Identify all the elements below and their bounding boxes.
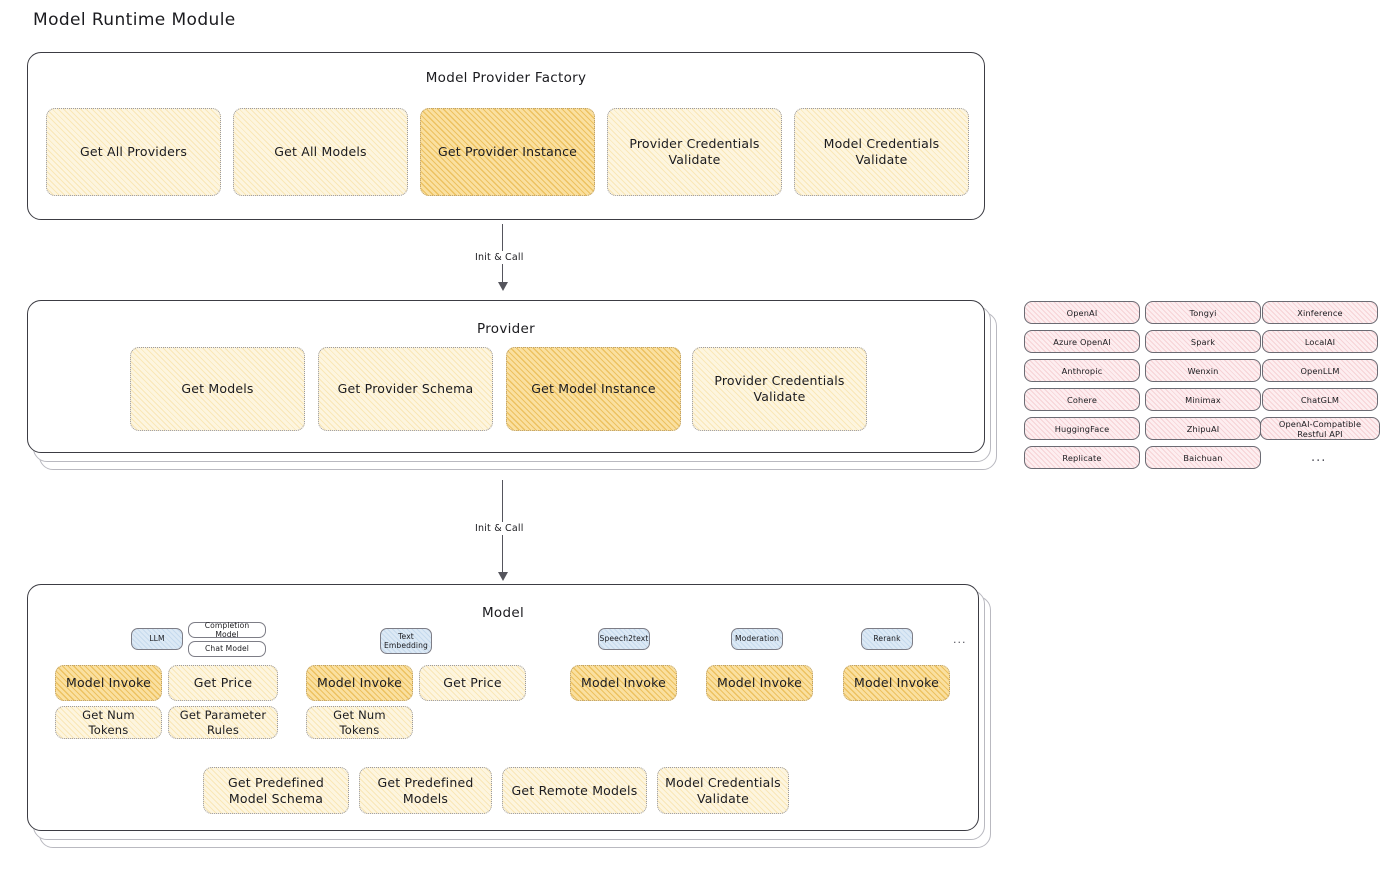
connector-1-label: Init & Call: [471, 251, 528, 264]
provider-chip-openai[interactable]: OpenAI: [1024, 301, 1140, 324]
panel-model: Model LLM Completion Model Chat Model Mo…: [27, 584, 979, 831]
provider-box-get-models[interactable]: Get Models: [130, 347, 305, 431]
model-box-model-credentials-validate[interactable]: Model Credentials Validate: [657, 767, 789, 814]
llm-box-get-num-tokens[interactable]: Get Num Tokens: [55, 706, 162, 739]
llm-box-get-price[interactable]: Get Price: [168, 665, 278, 701]
panel-title-model: Model: [481, 605, 525, 621]
model-type-chip-rerank[interactable]: Rerank: [861, 628, 913, 650]
provider-chip-zhipuai[interactable]: ZhipuAI: [1145, 417, 1261, 440]
factory-box-get-all-models[interactable]: Get All Models: [233, 108, 408, 196]
provider-chip-openai-compatible-restful-api[interactable]: OpenAI-Compatible Restful API: [1260, 417, 1380, 440]
model-type-chip-text-embedding[interactable]: Text Embedding: [380, 628, 432, 654]
page-title: Model Runtime Module: [33, 10, 236, 30]
provider-chip-minimax[interactable]: Minimax: [1145, 388, 1261, 411]
rerank-box-model-invoke[interactable]: Model Invoke: [843, 665, 950, 701]
provider-box-provider-credentials-validate[interactable]: Provider Credentials Validate: [692, 347, 867, 431]
provider-chip-wenxin[interactable]: Wenxin: [1145, 359, 1261, 382]
connector-1-arrowhead: [498, 282, 508, 291]
provider-chip-anthropic[interactable]: Anthropic: [1024, 359, 1140, 382]
provider-chip-cohere[interactable]: Cohere: [1024, 388, 1140, 411]
text-embedding-box-model-invoke[interactable]: Model Invoke: [306, 665, 413, 701]
provider-chip-localai[interactable]: LocalAI: [1262, 330, 1378, 353]
provider-chip-xinference[interactable]: Xinference: [1262, 301, 1378, 324]
text-embedding-box-get-price[interactable]: Get Price: [419, 665, 526, 701]
provider-chip-azure-openai[interactable]: Azure OpenAI: [1024, 330, 1140, 353]
model-type-chip-speech2text[interactable]: Speech2text: [598, 628, 650, 650]
llm-box-get-parameter-rules[interactable]: Get Parameter Rules: [168, 706, 278, 739]
model-box-get-predefined-model-schema[interactable]: Get Predefined Model Schema: [203, 767, 349, 814]
factory-box-model-credentials-validate[interactable]: Model Credentials Validate: [794, 108, 969, 196]
text-embedding-box-get-num-tokens[interactable]: Get Num Tokens: [306, 706, 413, 739]
provider-chip-replicate[interactable]: Replicate: [1024, 446, 1140, 469]
provider-chip-baichuan[interactable]: Baichuan: [1145, 446, 1261, 469]
model-type-chip-llm[interactable]: LLM: [131, 628, 183, 650]
panel-title-factory: Model Provider Factory: [425, 70, 587, 86]
moderation-box-model-invoke[interactable]: Model Invoke: [706, 665, 813, 701]
provider-chip-tongyi[interactable]: Tongyi: [1145, 301, 1261, 324]
connector-2-arrowhead: [498, 572, 508, 581]
model-type-chip-moderation[interactable]: Moderation: [731, 628, 783, 650]
model-subtype-chip-chat-model[interactable]: Chat Model: [188, 641, 266, 657]
model-box-get-predefined-models[interactable]: Get Predefined Models: [359, 767, 492, 814]
provider-chip-huggingface[interactable]: HuggingFace: [1024, 417, 1140, 440]
speech2text-box-model-invoke[interactable]: Model Invoke: [570, 665, 677, 701]
model-subtype-chip-completion-model[interactable]: Completion Model: [188, 621, 266, 639]
provider-chip-chatglm[interactable]: ChatGLM: [1262, 388, 1378, 411]
factory-box-get-provider-instance[interactable]: Get Provider Instance: [420, 108, 595, 196]
provider-list-more: ...: [1311, 450, 1327, 465]
provider-box-get-model-instance[interactable]: Get Model Instance: [506, 347, 681, 431]
panel-title-provider: Provider: [477, 321, 535, 337]
connector-2-label: Init & Call: [471, 522, 528, 535]
provider-box-get-provider-schema[interactable]: Get Provider Schema: [318, 347, 493, 431]
provider-chip-spark[interactable]: Spark: [1145, 330, 1261, 353]
panel-provider: Provider Get Models Get Provider Schema …: [27, 300, 985, 453]
factory-box-get-all-providers[interactable]: Get All Providers: [46, 108, 221, 196]
model-types-more: ...: [953, 633, 967, 646]
factory-box-provider-credentials-validate[interactable]: Provider Credentials Validate: [607, 108, 782, 196]
panel-model-provider-factory: Model Provider Factory Get All Providers…: [27, 52, 985, 220]
model-box-get-remote-models[interactable]: Get Remote Models: [502, 767, 647, 814]
provider-chip-openllm[interactable]: OpenLLM: [1262, 359, 1378, 382]
llm-box-model-invoke[interactable]: Model Invoke: [55, 665, 162, 701]
